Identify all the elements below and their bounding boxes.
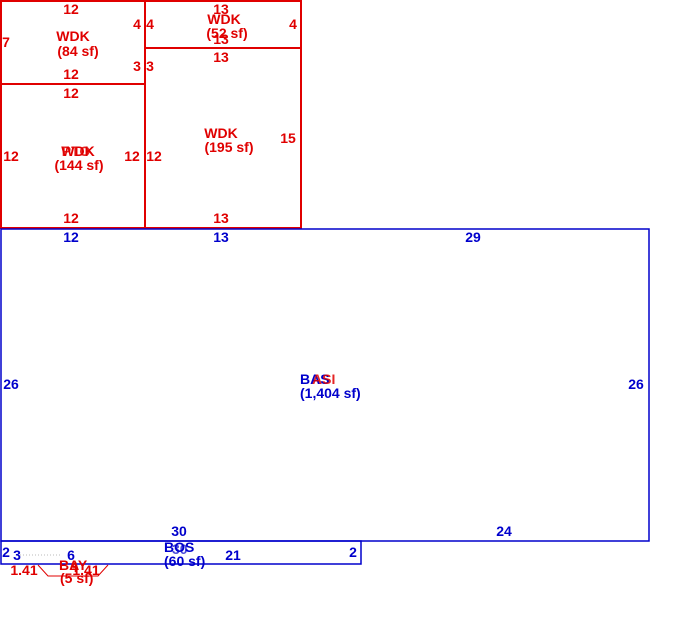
area-size: (195 sf): [204, 139, 253, 155]
area-size: (84 sf): [57, 43, 98, 59]
dim-label: 13: [213, 1, 229, 17]
bos-labels: BOS 30 (60 sf) 2 2 21 3 6: [2, 539, 357, 569]
dim-label: 26: [3, 376, 19, 392]
bay-outline: [20, 554, 109, 577]
dim-label: 1.41: [10, 562, 37, 578]
dim-label: 29: [465, 229, 481, 245]
dim-label: 2: [349, 544, 357, 560]
overlap-labels: WDK PTO (144 sf) 12 12 12 12: [3, 85, 140, 226]
area-code: WDK: [204, 125, 237, 141]
dim-label: 12: [124, 148, 140, 164]
area-size: (60 sf): [164, 553, 205, 569]
dim-label: 4: [146, 16, 154, 32]
dim-label: 1.41: [72, 562, 99, 578]
dim-label: 4: [289, 16, 297, 32]
dim-label: 3: [13, 547, 21, 563]
dim-label: 12: [146, 148, 162, 164]
wdk-mid-right-outline: [144, 47, 302, 229]
dim-label: 12: [63, 210, 79, 226]
dim-label: 3: [146, 58, 154, 74]
dim-label: 4: [70, 559, 78, 575]
dim-label: 2: [2, 544, 10, 560]
wdk-top-left-labels: WDK (84 sf) 12 12 7 4 3: [2, 1, 141, 82]
blue-outlines: [0, 228, 650, 565]
dim-label: 3: [133, 58, 141, 74]
area-code-b: ASI: [312, 371, 335, 387]
area-size: (1,404 sf): [300, 385, 361, 401]
dim-label: 15: [280, 130, 296, 146]
area-code-b: PTO: [62, 143, 91, 159]
dim-label: 12: [63, 66, 79, 82]
area-code-a: BAS: [300, 371, 330, 387]
area-code: BAY: [59, 557, 88, 573]
dim-label: 12: [63, 85, 79, 101]
dim-label: 13: [213, 229, 229, 245]
dim-label: 13: [213, 31, 229, 47]
area-size: (52 sf): [206, 25, 247, 41]
bas-labels: BAS ASI (1,404 sf) 12 13 29 26 26 30 24: [3, 229, 644, 539]
area-size: (5 sf): [60, 570, 93, 586]
dim-label: 12: [63, 1, 79, 17]
dim-label: 12: [3, 148, 19, 164]
dim-label: 21: [225, 547, 241, 563]
dim-label: 6: [67, 547, 75, 563]
red-outlines: [0, 0, 302, 229]
dim-label: 12: [63, 229, 79, 245]
dim-label: 13: [213, 49, 229, 65]
area-code-a: WDK: [61, 143, 94, 159]
bos-outline: [0, 540, 362, 565]
area-code: WDK: [56, 28, 89, 44]
dim-label: 4: [133, 16, 141, 32]
area-code: WDK: [207, 11, 240, 27]
bay-labels: BAY (5 sf) 1.41 1.41 4: [10, 557, 99, 586]
dim-label: 30: [171, 523, 187, 539]
wdk-top-right-labels: WDK (52 sf) 13 13 4 4: [146, 1, 297, 47]
wdk-mid-right-labels: WDK (195 sf) 13 13 3 12 15: [146, 49, 296, 226]
area-code: BOS: [164, 539, 194, 555]
dim-label: 7: [2, 34, 10, 50]
dim-label: 13: [213, 210, 229, 226]
dim-label: 30: [172, 541, 188, 557]
dim-label: 26: [628, 376, 644, 392]
dim-label: 24: [496, 523, 512, 539]
area-size: (144 sf): [54, 157, 103, 173]
